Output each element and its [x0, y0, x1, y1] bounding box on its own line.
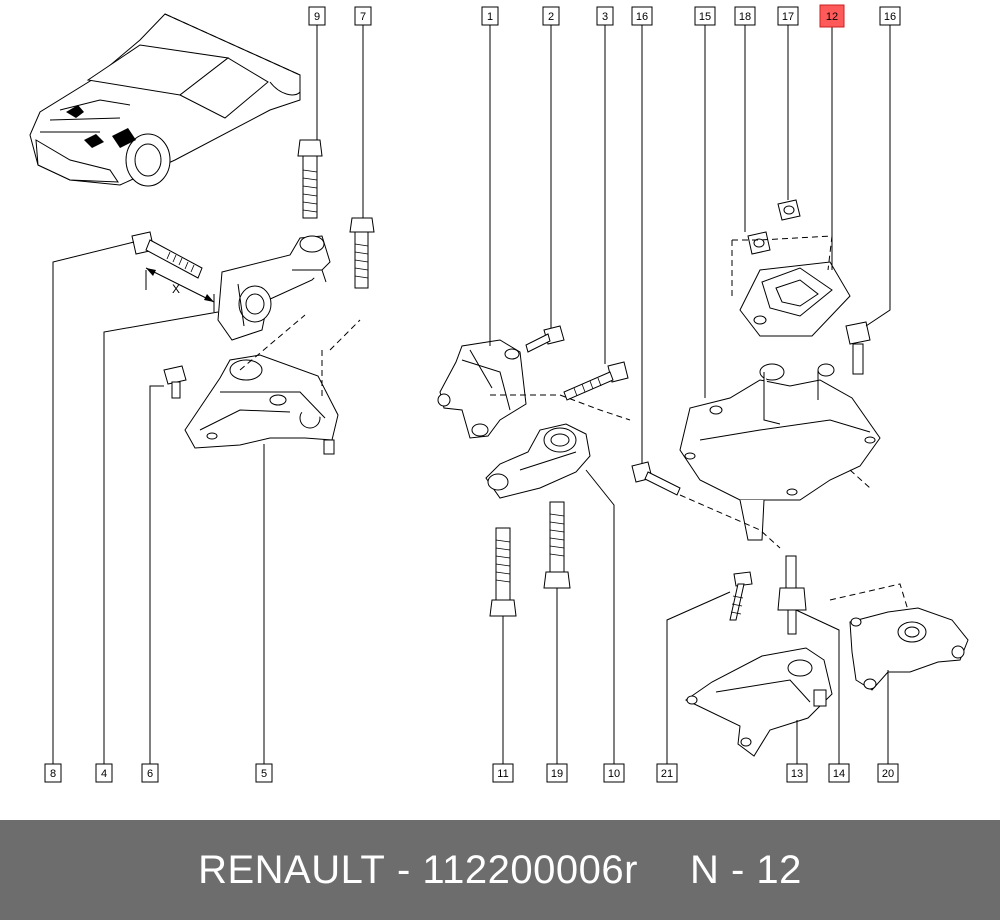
- svg-text:7: 7: [360, 11, 366, 23]
- bolt-9: [297, 139, 323, 219]
- callout-4: 4: [95, 763, 113, 783]
- callout-5: 5: [255, 763, 273, 783]
- bracket-5: [184, 314, 361, 455]
- svg-text:17: 17: [782, 11, 794, 23]
- callout-11: 11: [492, 763, 514, 783]
- callout-7: 7: [354, 6, 372, 26]
- mount-12: [731, 235, 851, 337]
- svg-text:9: 9: [314, 11, 320, 23]
- svg-text:13: 13: [791, 768, 803, 780]
- svg-text:11: 11: [497, 768, 508, 780]
- callout-2: 2: [542, 6, 560, 26]
- callout-1: 1: [481, 6, 499, 26]
- callout-15: 15: [694, 6, 716, 26]
- bolt-16-lower: [631, 461, 681, 496]
- svg-text:10: 10: [608, 768, 620, 780]
- bolt-16-upper: [845, 321, 871, 375]
- bolt-2: [525, 325, 565, 353]
- callout-13: 13: [786, 763, 808, 783]
- svg-text:12: 12: [826, 11, 838, 23]
- callout-6: 6: [141, 763, 159, 783]
- right-mount-assembly: [679, 199, 969, 757]
- svg-text:6: 6: [147, 768, 153, 780]
- bolt-11: [489, 527, 517, 617]
- dimension-x-label: X: [172, 282, 180, 296]
- callout-21: 21: [656, 763, 678, 783]
- svg-text:8: 8: [50, 768, 56, 780]
- nut-17: [777, 199, 801, 221]
- svg-text:18: 18: [739, 11, 751, 23]
- svg-text:19: 19: [551, 768, 563, 780]
- callout-8: 8: [44, 763, 62, 783]
- svg-text:2: 2: [548, 11, 554, 23]
- callout-16-right: 16: [879, 6, 901, 26]
- footer-position-label: N - 12: [689, 847, 802, 892]
- mount-4: [217, 235, 331, 341]
- callout-16-center: 16: [631, 6, 653, 26]
- left-mount-assembly: X: [131, 139, 375, 455]
- callout-3: 3: [596, 6, 614, 26]
- bolt-8: [131, 231, 203, 279]
- bracket-15: [679, 363, 881, 549]
- svg-text:16: 16: [636, 11, 648, 23]
- svg-text:14: 14: [833, 768, 845, 780]
- bolt-19: [543, 501, 571, 589]
- svg-text:16: 16: [884, 11, 896, 23]
- bracket-13: [685, 647, 833, 757]
- svg-text:3: 3: [602, 11, 608, 23]
- callout-17: 17: [777, 6, 799, 26]
- bolt-21: [729, 571, 753, 621]
- svg-text:5: 5: [261, 768, 267, 780]
- callout-18: 18: [734, 6, 756, 26]
- mount-10: [485, 423, 591, 499]
- callout-20: 20: [877, 763, 899, 783]
- callout-12-highlighted: 12: [819, 4, 845, 28]
- leader-lines: [52, 25, 891, 764]
- svg-text:4: 4: [101, 768, 107, 780]
- callout-labels: 9 7 1 2 3 16 15 18 17 12 16: [44, 4, 901, 783]
- bracket-1: [437, 339, 527, 439]
- center-mount-assembly: [437, 325, 681, 617]
- nut-18: [747, 231, 771, 255]
- bolt-6: [163, 365, 187, 399]
- callout-14: 14: [828, 763, 850, 783]
- callout-10: 10: [603, 763, 625, 783]
- bolt-7: [349, 217, 375, 289]
- parts-diagram: X: [29, 4, 969, 783]
- svg-text:20: 20: [882, 768, 894, 780]
- callout-9: 9: [308, 6, 326, 26]
- footer-part-number: 112200006r: [422, 847, 638, 892]
- bracket-20: [829, 583, 969, 691]
- svg-text:21: 21: [661, 768, 673, 780]
- bolt-3: [563, 361, 629, 401]
- svg-text:1: 1: [487, 11, 493, 23]
- footer-brand: RENAULT: [198, 847, 386, 892]
- bolt-14: [777, 555, 807, 635]
- footer-separator: -: [396, 847, 411, 892]
- callout-19: 19: [546, 763, 568, 783]
- svg-text:15: 15: [699, 11, 711, 23]
- footer-banner: RENAULT - 112200006r N - 12: [0, 820, 1000, 920]
- car-illustration: [29, 13, 301, 187]
